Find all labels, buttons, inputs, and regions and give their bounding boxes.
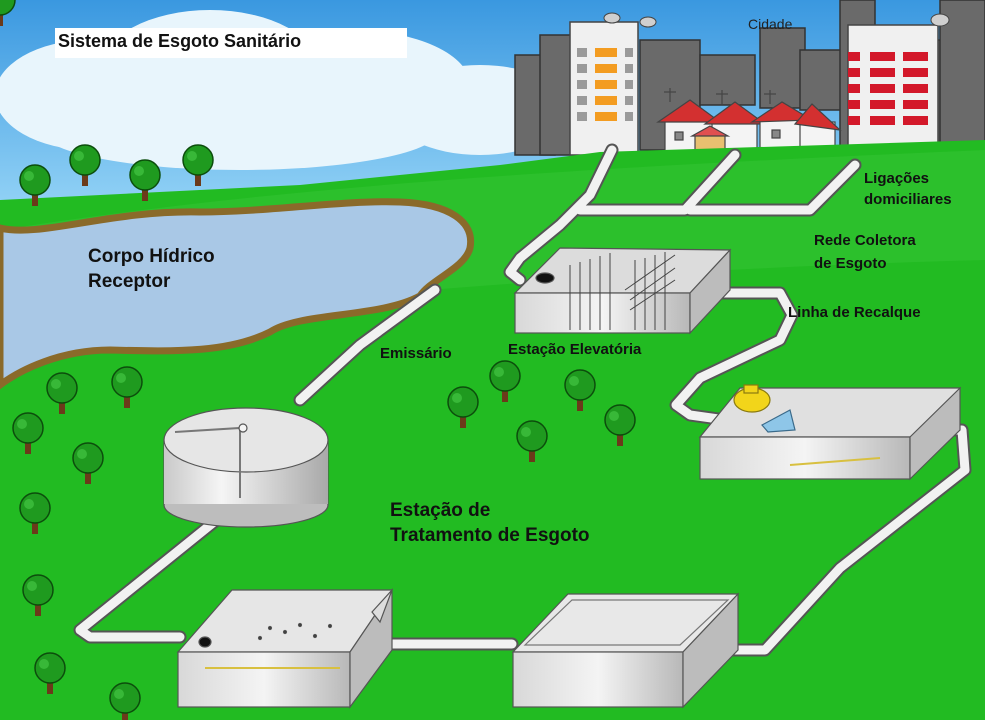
label-rede-line2: de Esgoto [814,255,887,272]
trees [0,0,636,720]
label-emissario: Emissário [380,345,452,362]
label-ligacoes-line2: domiciliares [864,191,952,208]
label-ligacoes-line1: Ligações [864,170,930,187]
pumping-station-box [513,247,732,335]
settling-tank [176,588,394,709]
sedimentation-tank [511,592,740,709]
clarifier-cylinder [163,407,329,528]
label-cidade: Cidade [748,16,793,32]
label-corpo-hidrico-line2: Receptor [88,271,171,292]
label-ete-line1: Estação de [390,500,491,521]
lake [0,198,475,390]
label-ete-line2: Tratamento de Esgoto [390,525,590,546]
label-rede-line1: Rede Coletora [814,232,916,249]
label-linha-recalque: Linha de Recalque [788,304,921,321]
label-estacao-elevatoria: Estação Elevatória [508,341,642,358]
page-title: Sistema de Esgoto Sanitário [58,31,302,51]
building-orange [569,12,657,156]
title-box [55,28,407,58]
aeration-tank [698,384,962,481]
building-red [847,13,950,156]
label-corpo-hidrico-line1: Corpo Hídrico [88,246,215,267]
